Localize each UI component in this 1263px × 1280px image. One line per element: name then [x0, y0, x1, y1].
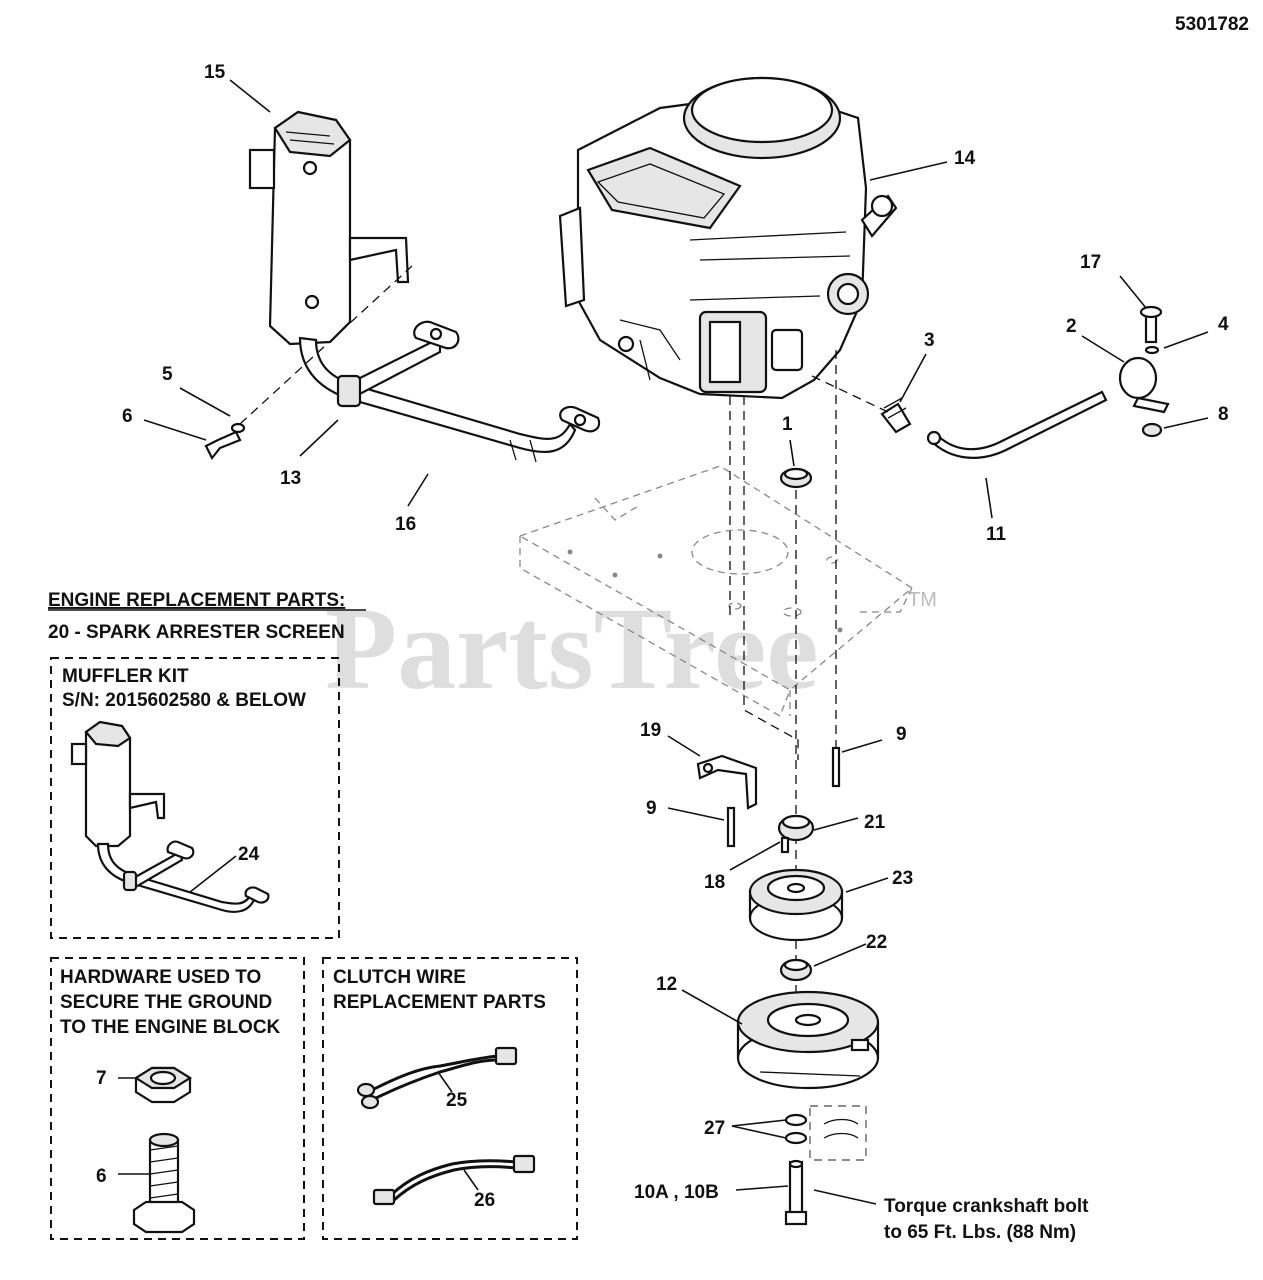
callout-16: 16 — [395, 514, 416, 535]
callout-23: 23 — [892, 868, 913, 889]
clutch-wire-25 — [356, 1046, 518, 1110]
hex-bolt — [132, 1132, 196, 1234]
pulley — [748, 868, 844, 942]
callout-5: 5 — [162, 364, 173, 385]
mounting-plate — [518, 465, 914, 717]
callout-22: 22 — [866, 932, 887, 953]
callout-9-right: 9 — [896, 724, 907, 745]
key — [780, 836, 790, 854]
hardware-box: HARDWARE USED TO SECURE THE GROUND TO TH… — [50, 957, 305, 1240]
hardware-line1: HARDWARE USED TO — [60, 967, 261, 988]
flange-nut — [133, 1066, 193, 1104]
hardware-line2: SECURE THE GROUND — [60, 992, 272, 1013]
callout-15: 15 — [204, 62, 226, 83]
callout-11: 11 — [986, 524, 1007, 545]
exhaust-pipes — [298, 320, 601, 463]
callout-19: 19 — [640, 720, 661, 741]
callout-12: 12 — [656, 974, 677, 995]
bolt-9-left — [726, 806, 736, 848]
watermark: PartsTree — [325, 583, 819, 714]
callout-25: 25 — [446, 1090, 468, 1111]
muffler-kit-illustration — [70, 720, 270, 913]
callout-numbers: 15 14 5 6 13 16 3 11 17 2 4 8 1 19 9 9 2… — [122, 62, 1229, 1203]
muffler-kit-title: MUFFLER KIT — [62, 666, 189, 687]
callout-2: 2 — [1066, 316, 1077, 337]
torque-note-line1: Torque crankshaft bolt — [884, 1196, 1089, 1217]
clutch-line1: CLUTCH WIRE — [333, 967, 466, 988]
engine-replacement-item: 20 - SPARK ARRESTER SCREEN — [48, 622, 345, 643]
callout-24: 24 — [238, 844, 260, 865]
washer-27-top — [784, 1113, 808, 1127]
clutch-wire-26 — [372, 1154, 536, 1206]
callout-7-box: 7 — [96, 1068, 107, 1089]
watermark-tm: TM — [908, 589, 937, 611]
callout-8: 8 — [1218, 404, 1229, 425]
leader-lines — [143, 79, 1209, 1205]
pto-clutch — [736, 990, 880, 1090]
washer-27-bottom — [784, 1131, 808, 1145]
callout-14: 14 — [954, 148, 976, 169]
crankshaft-bolt — [784, 1159, 808, 1226]
ground-clamp — [1118, 305, 1170, 438]
callout-21: 21 — [864, 812, 886, 833]
clutch-line2: REPLACEMENT PARTS — [333, 992, 546, 1013]
callout-1: 1 — [782, 414, 793, 435]
engine-replacement-heading: ENGINE REPLACEMENT PARTS: — [48, 590, 345, 611]
torque-note-line2: to 65 Ft. Lbs. (88 Nm) — [884, 1222, 1076, 1243]
muffler — [248, 110, 410, 346]
diagram-id: 5301782 — [1175, 14, 1249, 35]
callout-3: 3 — [924, 330, 935, 351]
callout-13: 13 — [280, 468, 301, 489]
callout-4: 4 — [1218, 314, 1229, 335]
muffler-kit-box: MUFFLER KIT S/N: 2015602580 & BELOW 24 — [50, 657, 340, 939]
callout-6: 6 — [122, 406, 133, 427]
clutch-wire-box: CLUTCH WIRE REPLACEMENT PARTS 25 26 — [322, 957, 578, 1240]
callout-26: 26 — [474, 1190, 495, 1211]
muffler-bolt — [204, 422, 246, 461]
callout-18: 18 — [704, 872, 725, 893]
bracket — [696, 754, 758, 810]
bolt-9-right — [831, 746, 841, 788]
callout-17: 17 — [1080, 252, 1101, 273]
callout-27: 27 — [704, 1118, 725, 1139]
hardware-line3: TO THE ENGINE BLOCK — [60, 1017, 281, 1038]
callout-6-box: 6 — [96, 1166, 107, 1187]
callout-10: 10A , 10B — [634, 1182, 719, 1203]
fuel-hose — [926, 390, 1108, 459]
engine-assembly — [558, 76, 898, 400]
washer-detail-box — [809, 1105, 867, 1161]
callout-9-left: 9 — [646, 798, 657, 819]
muffler-kit-serial: S/N: 2015602580 & BELOW — [62, 690, 306, 711]
fuel-fitting — [880, 397, 912, 434]
